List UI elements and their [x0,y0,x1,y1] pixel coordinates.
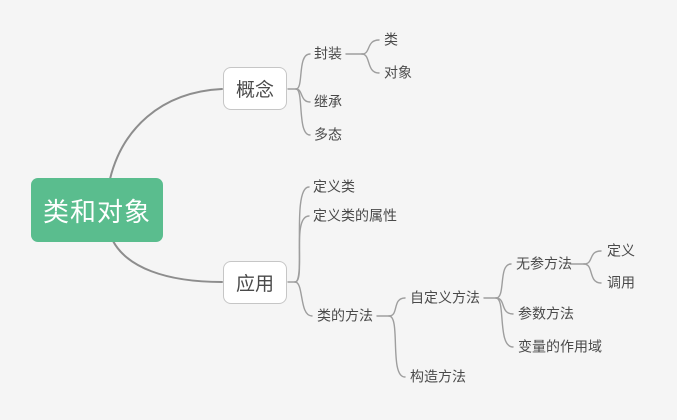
node-class-methods[interactable]: 类的方法 [317,307,373,324]
edge-root-application [112,240,223,283]
node-polymorphism[interactable]: 多态 [314,126,342,143]
node-encapsulation[interactable]: 封装 [314,45,342,62]
edge-concept-encapsulation [295,53,311,90]
node-no-param-method[interactable]: 无参方法 [516,255,572,272]
node-define-class-attributes[interactable]: 定义类的属性 [313,207,397,224]
edge-class-methods-constructor [388,315,406,378]
node-definition[interactable]: 定义 [607,242,635,259]
node-root-topic[interactable]: 类和对象 [31,178,163,242]
edge-custom-variable-scope [495,297,514,348]
edge-encapsulation-object [361,53,380,74]
node-concept[interactable]: 概念 [223,67,287,110]
node-custom-methods[interactable]: 自定义方法 [410,289,480,306]
edge-application-define-class [294,186,310,283]
edge-application-class-methods [294,281,313,317]
edge-no-param-invocation [583,263,602,284]
node-variable-scope[interactable]: 变量的作用域 [518,338,602,355]
node-object[interactable]: 对象 [384,64,412,81]
node-constructor-method[interactable]: 构造方法 [410,368,466,385]
edge-application-define-attributes [294,215,310,283]
edge-root-concept [109,88,223,180]
edge-concept-polymorphism [295,88,311,136]
node-param-method[interactable]: 参数方法 [518,305,574,322]
edge-custom-no-param [495,263,512,299]
node-invocation[interactable]: 调用 [607,274,635,291]
edge-no-param-definition [583,250,602,265]
node-inheritance[interactable]: 继承 [314,93,342,110]
edge-class-methods-custom [388,297,406,317]
node-application[interactable]: 应用 [223,261,287,304]
edge-encapsulation-class [361,39,380,55]
node-class[interactable]: 类 [384,31,398,48]
node-define-class[interactable]: 定义类 [313,178,355,195]
